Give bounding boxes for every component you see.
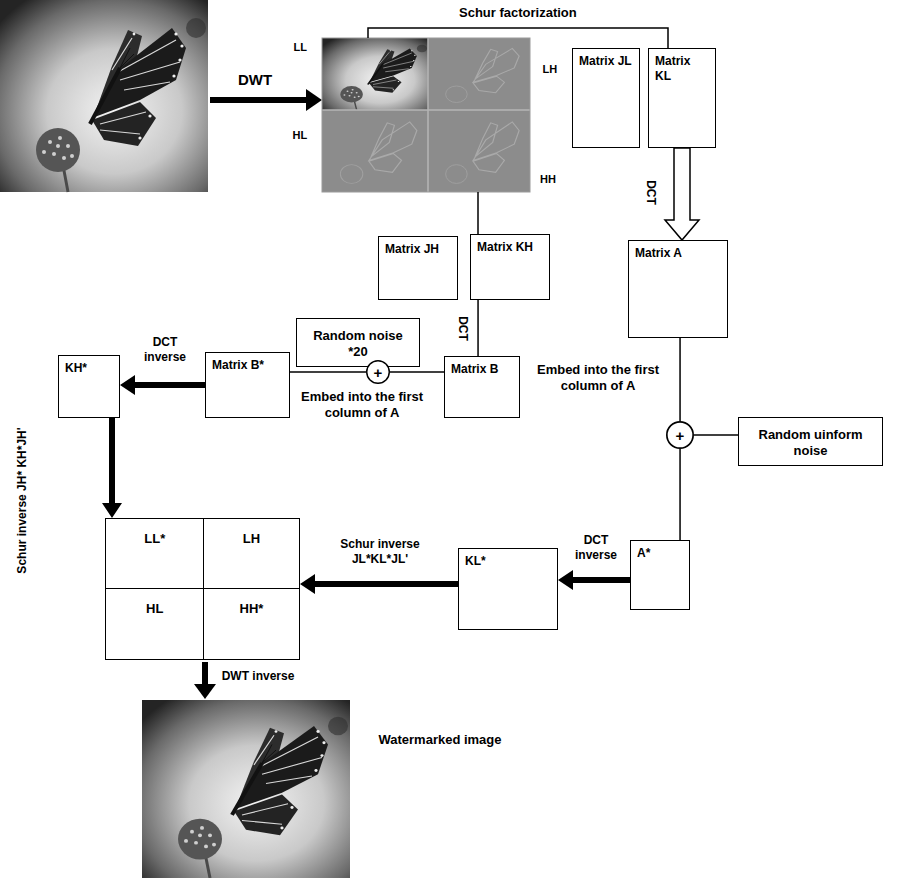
matrix-box: Matrix A xyxy=(628,240,728,338)
edge-label: DCT xyxy=(454,316,469,341)
node-text: Random noise *20 xyxy=(303,328,413,361)
node-text: Matrix JL xyxy=(579,54,633,69)
matrix-box: Matrix KL xyxy=(648,48,716,148)
adder-circle: + xyxy=(666,421,694,449)
flow-arrow xyxy=(102,418,122,518)
subband-label: HL xyxy=(293,129,308,143)
connector-line xyxy=(290,371,366,373)
bracket-title: Schur factorization xyxy=(459,5,577,21)
note-text: Embed into the first column of A xyxy=(533,362,663,395)
node-text: Matrix JH xyxy=(385,242,451,257)
dwt-arrow xyxy=(210,89,322,111)
matrix-box: Matrix JH xyxy=(378,236,458,300)
connector-line xyxy=(679,449,681,540)
node-text: Matrix B* xyxy=(212,358,283,373)
schur-bracket xyxy=(368,28,668,48)
matrix-box: KL* xyxy=(458,548,558,630)
subband-cell: HH* xyxy=(203,588,300,660)
subband-label: HH xyxy=(540,173,556,187)
flow-arrow xyxy=(300,574,458,594)
arrow-label: Schur inverse JH* KH*JH' xyxy=(15,420,30,580)
connector-line xyxy=(679,338,681,421)
subband-label: LL xyxy=(294,41,307,55)
matrix-box: Matrix KH xyxy=(470,234,550,300)
matrix-box: A* xyxy=(630,540,690,610)
edge-label: DCT inverse xyxy=(566,533,626,563)
noise-box: Random uinform noise xyxy=(738,417,883,466)
node-text: LH xyxy=(210,531,293,547)
connector-line xyxy=(477,300,479,356)
node-text: Matrix A xyxy=(635,246,721,261)
node-text: + xyxy=(374,365,383,380)
subband-cell: LH xyxy=(203,518,300,590)
subband-cell: LL* xyxy=(105,518,205,590)
watermarked-photo xyxy=(142,700,350,878)
node-text: LL* xyxy=(112,531,198,547)
hh-leader-line xyxy=(477,192,479,234)
matrix-box: Matrix B* xyxy=(205,352,290,418)
connector-line xyxy=(390,371,444,373)
node-text: Matrix KH xyxy=(477,240,543,255)
node-text: HL xyxy=(112,601,198,617)
dwt-subbands-image xyxy=(322,38,530,192)
node-text: Random uinform noise xyxy=(745,427,876,460)
adder-circle: + xyxy=(366,360,390,384)
flow-arrow xyxy=(558,570,630,590)
noise-box: Random noise *20 xyxy=(296,318,420,367)
flow-arrow xyxy=(120,375,205,395)
subband-label: LH xyxy=(543,63,558,77)
flow-arrow xyxy=(665,148,699,240)
edge-label: DCT xyxy=(642,180,657,205)
note-text: Embed into the first column of A xyxy=(297,389,427,422)
node-text: + xyxy=(676,428,685,443)
source-photo xyxy=(0,0,208,192)
matrix-box: Matrix JL xyxy=(572,48,640,148)
edge-label: Schur inverse JL*KL*JL' xyxy=(325,537,435,567)
node-text: Matrix KL xyxy=(655,54,709,84)
node-text: Matrix B xyxy=(451,362,513,377)
subband-cell: HL xyxy=(105,588,205,660)
arrow-label: DWT xyxy=(238,71,272,90)
matrix-box: Matrix B xyxy=(444,356,520,418)
connector-line xyxy=(694,434,738,436)
arrow-label: DWT inverse xyxy=(213,669,303,684)
node-text: KL* xyxy=(465,554,551,569)
dwt-inverse-arrow xyxy=(194,662,216,699)
node-text: HH* xyxy=(210,601,293,617)
edge-label: DCT inverse xyxy=(135,335,195,365)
node-text: KH* xyxy=(65,361,113,376)
matrix-box: KH* xyxy=(58,355,120,418)
node-text: A* xyxy=(637,546,683,561)
image-caption: Watermarked image xyxy=(360,732,520,748)
